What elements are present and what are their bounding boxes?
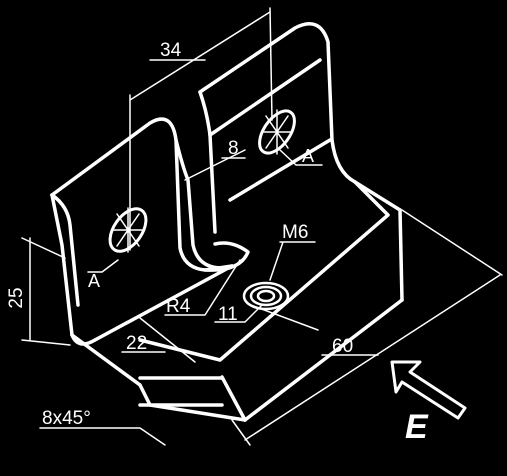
dimension-lines: [21, 7, 503, 446]
base-top-edge: [93, 264, 234, 342]
slot-inner-edge: [174, 138, 224, 270]
bracket-body: [50, 22, 404, 422]
dim-34-label: 34: [160, 40, 182, 61]
base-bottom-edge: [70, 333, 142, 387]
dim-m6-leader: [269, 241, 316, 281]
dim-11-label: 11: [218, 304, 238, 325]
dim-chamfer-label: 8x45°: [42, 408, 91, 429]
dim-60-line: [244, 274, 501, 441]
base-chamfer-right: [220, 375, 247, 422]
right-upright-outline: [198, 22, 402, 212]
dim-chamfer-leader: [39, 427, 166, 446]
section-a-right-leader: [279, 149, 323, 166]
hole-left-ellipse: [108, 207, 148, 253]
left-upright-inner-face: [50, 193, 80, 307]
hole-right-cross: [261, 109, 293, 155]
dim-m6-label: M6: [282, 222, 308, 243]
right-upright-lower-face: [228, 138, 332, 202]
dim-25-ext-top: [21, 237, 66, 259]
dim-r4-label: R4: [166, 296, 191, 317]
view-arrow-e-icon: [390, 360, 467, 420]
m6-inner: [256, 289, 276, 303]
dim-60-ext-right: [401, 209, 503, 276]
section-a-left-label: A: [88, 271, 100, 291]
right-upright-left-edge: [198, 90, 217, 234]
m6-middle: [249, 285, 283, 307]
dim-r4-leader: [164, 259, 241, 316]
dim-8-label: 8: [228, 138, 239, 159]
base-front-edge: [243, 298, 404, 422]
hole-right-ellipse: [258, 109, 296, 155]
view-e-label: E: [405, 408, 429, 446]
base-right-edge: [398, 208, 404, 302]
base-chamfer-face: [138, 376, 224, 407]
left-upright-outline: [50, 117, 234, 272]
section-a-right-label: A: [302, 146, 314, 166]
dim-34-ext-right: [269, 7, 273, 121]
dim-8-line: [184, 149, 246, 181]
section-a-left-leader: [87, 259, 119, 273]
hole-right: [258, 109, 296, 155]
threaded-hole-m6: [242, 281, 290, 311]
dim-25-ext-bottom: [21, 339, 71, 346]
dim-11-line: [247, 303, 319, 331]
dim-60-label: 60: [332, 336, 353, 357]
dim-34-line: [129, 11, 271, 101]
dim-22-label: 22: [126, 333, 147, 354]
right-upright-inner-edge: [208, 58, 322, 137]
dim-22-line: [139, 317, 196, 363]
dim-60-ext-left: [231, 419, 251, 446]
hole-left: [108, 207, 148, 253]
hole-left-cross: [111, 207, 145, 253]
dim-25-label: 25: [6, 287, 27, 308]
m6-outer: [242, 281, 290, 311]
